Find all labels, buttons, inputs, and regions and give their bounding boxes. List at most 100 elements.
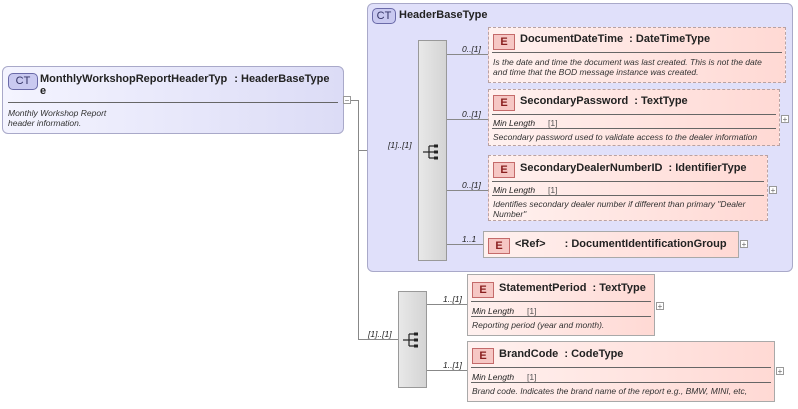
element-divider: [471, 382, 771, 383]
root-doc-line1: Monthly Workshop Report: [8, 108, 107, 118]
element-icon: E: [488, 238, 510, 254]
element-name-text: SecondaryDealerNumberID: [520, 162, 663, 174]
occurrence-label: 0..[1]: [462, 109, 481, 119]
element-name-text: <Ref>: [515, 238, 546, 250]
connector: [447, 244, 483, 245]
facet-label: Min Length: [472, 306, 515, 316]
connector: [358, 339, 398, 340]
expand-toggle[interactable]: +: [656, 302, 664, 311]
occurrence-label: 0..[1]: [462, 180, 481, 190]
element-type: : DocumentIdentificationGroup: [564, 238, 727, 250]
connector: [447, 54, 488, 55]
element-secondary-dealer-number-id[interactable]: E SecondaryDealerNumberID : IdentifierTy…: [488, 155, 768, 221]
element-statement-period[interactable]: E StatementPeriod : TextType Min Length …: [467, 274, 655, 336]
element-name-text: StatementPeriod: [499, 282, 587, 294]
element-name: SecondaryDealerNumberID : IdentifierType: [520, 162, 747, 174]
root-type-name: MonthlyWorkshopReportHeaderTyp : HeaderB…: [40, 73, 329, 85]
base-sequence-compositor[interactable]: [418, 40, 447, 261]
occurrence-label: 1..[1]: [443, 294, 462, 304]
sequence-icon: [423, 144, 438, 160]
connector: [447, 119, 488, 120]
ext-sequence-occurrence: [1]..[1]: [368, 329, 392, 339]
element-icon: E: [493, 34, 515, 50]
element-badge-label: E: [479, 350, 487, 362]
root-complex-type[interactable]: CT MonthlyWorkshopReportHeaderTyp : Head…: [2, 66, 344, 134]
element-doc-line1: Reporting period (year and month).: [472, 320, 605, 330]
root-doc-line2: header information.: [8, 118, 82, 128]
facet-label: Min Length: [493, 185, 536, 195]
element-brand-code[interactable]: E BrandCode : CodeType Min Length [1] Br…: [467, 341, 775, 402]
sequence-icon: [403, 332, 418, 348]
element-doc-line2: Number": [493, 209, 527, 219]
facet-value: [1]: [548, 118, 558, 128]
base-badge-label: CT: [376, 10, 392, 22]
element-icon: E: [493, 162, 515, 178]
element-icon: E: [493, 95, 515, 111]
element-doc-line1: Secondary password used to validate acce…: [493, 132, 758, 142]
expand-toggle[interactable]: +: [740, 240, 748, 249]
element-type: : DateTimeType: [629, 33, 711, 45]
element-badge-label: E: [479, 284, 487, 296]
element-icon: E: [472, 348, 494, 364]
facet-label: Min Length: [472, 372, 515, 382]
connector: [351, 100, 359, 101]
occurrence-label: 1..1: [462, 234, 477, 244]
element-name: BrandCode : CodeType: [499, 348, 623, 360]
occurrence-label: 1..[1]: [443, 360, 462, 370]
expand-toggle[interactable]: +: [769, 186, 777, 195]
element-name-text: BrandCode: [499, 348, 559, 360]
element-badge-label: E: [495, 240, 503, 252]
expand-toggle[interactable]: +: [781, 115, 789, 124]
element-divider: [471, 301, 651, 302]
occurrence-label: 0..[1]: [462, 44, 481, 54]
root-name-line2: e: [40, 85, 47, 97]
facet-label: Min Length: [493, 118, 536, 128]
element-ref-document-identification-group[interactable]: E <Ref> : DocumentIdentificationGroup: [483, 231, 739, 258]
element-divider: [492, 52, 782, 53]
element-badge-label: E: [500, 164, 508, 176]
element-name-text: SecondaryPassword: [520, 95, 629, 107]
element-divider: [492, 114, 776, 115]
element-type: : TextType: [592, 282, 646, 294]
element-icon: E: [472, 282, 494, 298]
base-sequence-occurrence: [1]..[1]: [388, 140, 412, 150]
element-name: DocumentDateTime : DateTimeType: [520, 33, 710, 45]
connector: [358, 100, 359, 340]
element-doc-line1: Is the date and time the document was la…: [493, 57, 762, 67]
facet-value: [1]: [527, 306, 537, 316]
connector: [447, 190, 488, 191]
element-divider: [492, 195, 764, 196]
element-divider: [492, 181, 764, 182]
element-doc-line2: and time that the BOD message instance w…: [493, 67, 699, 77]
element-doc-line1: Brand code. Indicates the brand name of …: [472, 386, 748, 396]
element-document-date-time[interactable]: E DocumentDateTime : DateTimeType Is the…: [488, 27, 786, 83]
connector: [427, 304, 467, 305]
root-collapse-toggle[interactable]: −: [343, 96, 351, 105]
root-divider: [8, 102, 338, 103]
root-base-type: : HeaderBaseType: [234, 73, 330, 85]
element-divider: [492, 128, 776, 129]
element-divider: [471, 316, 651, 317]
facet-value: [1]: [548, 185, 558, 195]
connector: [427, 370, 467, 371]
element-name-text: DocumentDateTime: [520, 33, 624, 45]
element-type: : CodeType: [564, 348, 624, 360]
ct-badge-icon: CT: [372, 8, 396, 24]
element-name: StatementPeriod : TextType: [499, 282, 646, 294]
ct-badge-label: CT: [15, 75, 31, 87]
facet-value: [1]: [527, 372, 537, 382]
element-secondary-password[interactable]: E SecondaryPassword : TextType Min Lengt…: [488, 89, 780, 146]
element-doc-line1: Identifies secondary dealer number if di…: [493, 199, 746, 209]
element-badge-label: E: [500, 36, 508, 48]
element-name: SecondaryPassword : TextType: [520, 95, 688, 107]
base-type-name: HeaderBaseType: [399, 9, 488, 21]
element-name: <Ref> : DocumentIdentificationGroup: [515, 238, 727, 250]
element-divider: [471, 367, 771, 368]
element-type: : IdentifierType: [668, 162, 747, 174]
element-badge-label: E: [500, 97, 508, 109]
ct-badge-icon: CT: [8, 73, 38, 90]
element-type: : TextType: [634, 95, 688, 107]
expand-toggle[interactable]: +: [776, 367, 784, 376]
ext-sequence-compositor[interactable]: [398, 291, 427, 388]
root-name-line1: MonthlyWorkshopReportHeaderTyp: [40, 73, 228, 85]
